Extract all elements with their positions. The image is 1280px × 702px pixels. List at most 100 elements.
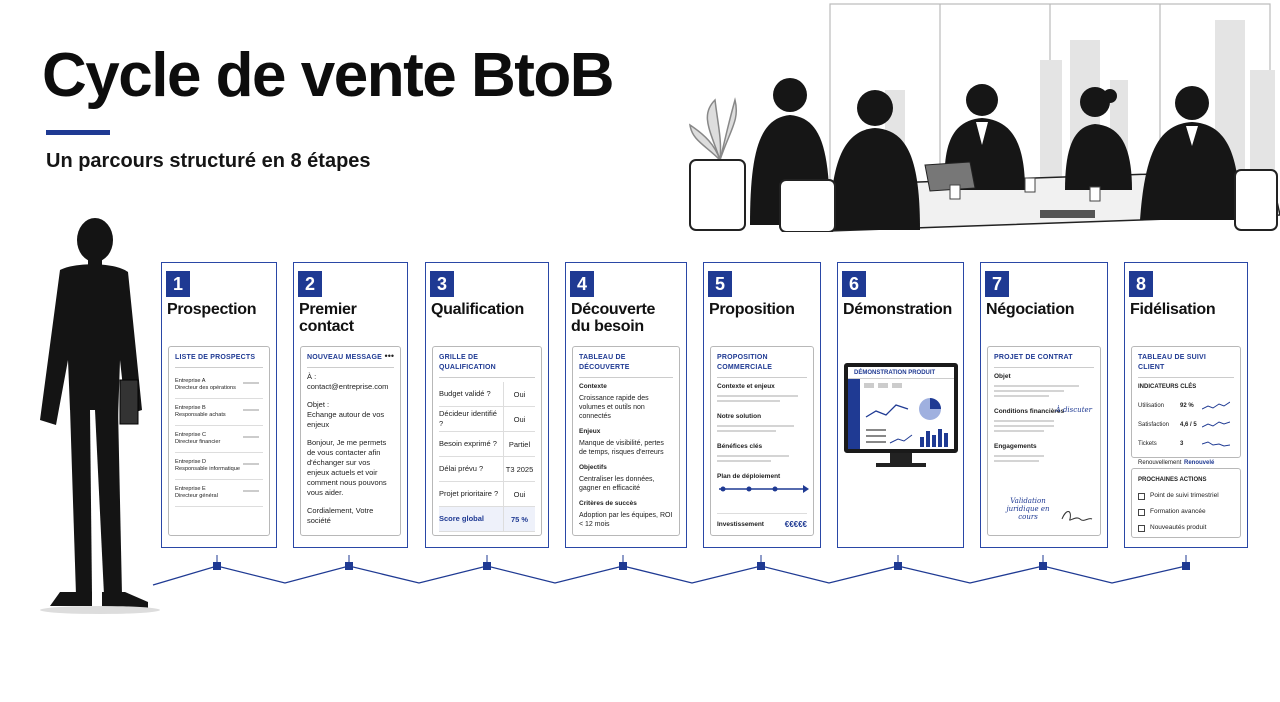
- page-subtitle: Un parcours structuré en 8 étapes: [46, 150, 371, 172]
- message-body: Bonjour, Je me permets de vous contacter…: [307, 438, 387, 497]
- subject-label: Objet :: [307, 400, 330, 409]
- to-value: contact@entreprise.com: [307, 382, 389, 391]
- sparkline-icon: [1202, 440, 1230, 447]
- sparkline-icon: [1202, 420, 1230, 427]
- standing-businessman-illustration: [40, 218, 160, 614]
- step-number: 4: [570, 271, 594, 297]
- step-number: 2: [298, 271, 322, 297]
- proposal-section: Contexte et enjeux: [717, 383, 775, 390]
- timeline-node: [345, 562, 353, 570]
- step-title: Négociation: [986, 301, 1075, 318]
- title-underline: [46, 130, 110, 135]
- table-row: Projet prioritaire ?Oui: [439, 482, 535, 507]
- meeting-illustration: [689, 3, 1280, 232]
- monitor-stand: [890, 453, 912, 465]
- step-card-6: 6 Démonstration DÉMONSTRATION PRODUIT: [837, 262, 964, 548]
- checklist-item: Formation avancée: [1138, 507, 1234, 517]
- step-number: 7: [985, 271, 1009, 297]
- timeline-node: [483, 562, 491, 570]
- table-row: Besoin exprimé ?Partiel: [439, 432, 535, 457]
- step-number: 3: [430, 271, 454, 297]
- dashboard-chart-icon: [864, 383, 948, 447]
- contract-section: Engagements: [994, 443, 1037, 450]
- page-title: Cycle de vente BtoB: [42, 41, 615, 110]
- step-card-2: 2 Premier contact NOUVEAU MESSAGE ••• À …: [293, 262, 408, 548]
- panel-title: TABLEAU DE SUIVI CLIENT: [1138, 353, 1234, 378]
- deployment-arrow-icon: [719, 485, 809, 493]
- contract-section: Objet: [994, 373, 1011, 380]
- subject-value: Echange autour de vos enjeux: [307, 410, 385, 429]
- step-card-4: 4 Découverte du besoin TABLEAU DE DÉCOUV…: [565, 262, 687, 548]
- prospect-list-panel: LISTE DE PROSPECTS Entreprise A Directeu…: [168, 346, 270, 536]
- step-number: 1: [166, 271, 190, 297]
- step-title: Fidélisation: [1130, 301, 1216, 318]
- list-item: Entreprise D Responsable informatique: [175, 453, 263, 480]
- step-card-7: 7 Négociation PROJET DE CONTRAT Objet Co…: [980, 262, 1108, 548]
- proposal-panel: PROPOSITION COMMERCIALE Contexte et enje…: [710, 346, 814, 536]
- step-card-1: 1 Prospection LISTE DE PROSPECTS Entrepr…: [161, 262, 277, 548]
- message-panel: NOUVEAU MESSAGE ••• À : contact@entrepri…: [300, 346, 401, 536]
- sparkline-icon: [1202, 401, 1230, 409]
- panel-title: TABLEAU DE DÉCOUVERTE: [579, 353, 673, 378]
- message-signoff: Cordialement, Votre société: [307, 506, 374, 525]
- checkbox-icon: [1138, 492, 1145, 500]
- qualification-grid-panel: GRILLE DE QUALIFICATION Budget validé ?O…: [432, 346, 542, 536]
- checkbox-icon: [1138, 508, 1145, 516]
- step-number: 5: [708, 271, 732, 297]
- list-item: Entreprise A Directeur des opérations: [175, 372, 263, 399]
- panel-title: PROJET DE CONTRAT: [994, 353, 1094, 368]
- step-title: Proposition: [709, 301, 795, 318]
- panel-title: PROPOSITION COMMERCIALE: [717, 353, 807, 378]
- table-row: Décideur identifié ?Oui: [439, 407, 535, 432]
- invest-label: Investissement: [717, 521, 764, 528]
- step-number: 8: [1129, 271, 1153, 297]
- proposal-section: Notre solution: [717, 413, 762, 420]
- actions-title: PROCHAINES ACTIONS: [1138, 477, 1207, 483]
- signature-icon: [1061, 511, 1093, 521]
- more-icon: •••: [384, 351, 394, 361]
- proposal-section: Bénéfices clés: [717, 443, 763, 450]
- timeline-node: [1182, 562, 1190, 570]
- contract-section: Conditions financières: [994, 408, 1065, 415]
- next-actions-panel: PROCHAINES ACTIONS Point de suivi trimes…: [1131, 468, 1241, 538]
- step-title: Premier contact: [299, 301, 357, 335]
- step-title: Découverte du besoin: [571, 301, 656, 335]
- kpi-title: INDICATEURS CLÉS: [1138, 384, 1197, 390]
- step-title: Prospection: [167, 301, 257, 318]
- list-item: Entreprise E Directeur général: [175, 480, 263, 507]
- table-row: Budget validé ?Oui: [439, 382, 535, 407]
- step-card-3: 3 Qualification GRILLE DE QUALIFICATION …: [425, 262, 549, 548]
- checklist-item: Point de suivi trimestriel: [1138, 491, 1234, 501]
- step-card-8: 8 Fidélisation TABLEAU DE SUIVI CLIENT I…: [1124, 262, 1248, 548]
- screen-sidebar: [848, 379, 860, 449]
- contract-panel: PROJET DE CONTRAT Objet Conditions finan…: [987, 346, 1101, 536]
- step-title: Qualification: [431, 301, 524, 318]
- demo-monitor: DÉMONSTRATION PRODUIT: [844, 363, 958, 453]
- timeline-node: [757, 562, 765, 570]
- timeline-node: [894, 562, 902, 570]
- timeline-node: [619, 562, 627, 570]
- note-validation: Validation juridique en cours: [1006, 497, 1050, 521]
- list-item: Entreprise C Directeur financier: [175, 426, 263, 453]
- monitor-base: [876, 463, 926, 467]
- step-title: Démonstration: [843, 301, 952, 318]
- timeline-connector: [152, 555, 1190, 586]
- note-discuss: À discuter: [1055, 406, 1092, 414]
- step-card-5: 5 Proposition PROPOSITION COMMERCIALE Co…: [703, 262, 821, 548]
- checklist-item: Nouveautés produit: [1138, 523, 1234, 533]
- panel-title: GRILLE DE QUALIFICATION: [439, 353, 535, 378]
- invest-value: €€€€€: [784, 520, 807, 529]
- to-label: À :: [307, 372, 317, 381]
- proposal-section: Plan de déploiement: [717, 473, 781, 480]
- timeline-node: [1039, 562, 1047, 570]
- step-number: 6: [842, 271, 866, 297]
